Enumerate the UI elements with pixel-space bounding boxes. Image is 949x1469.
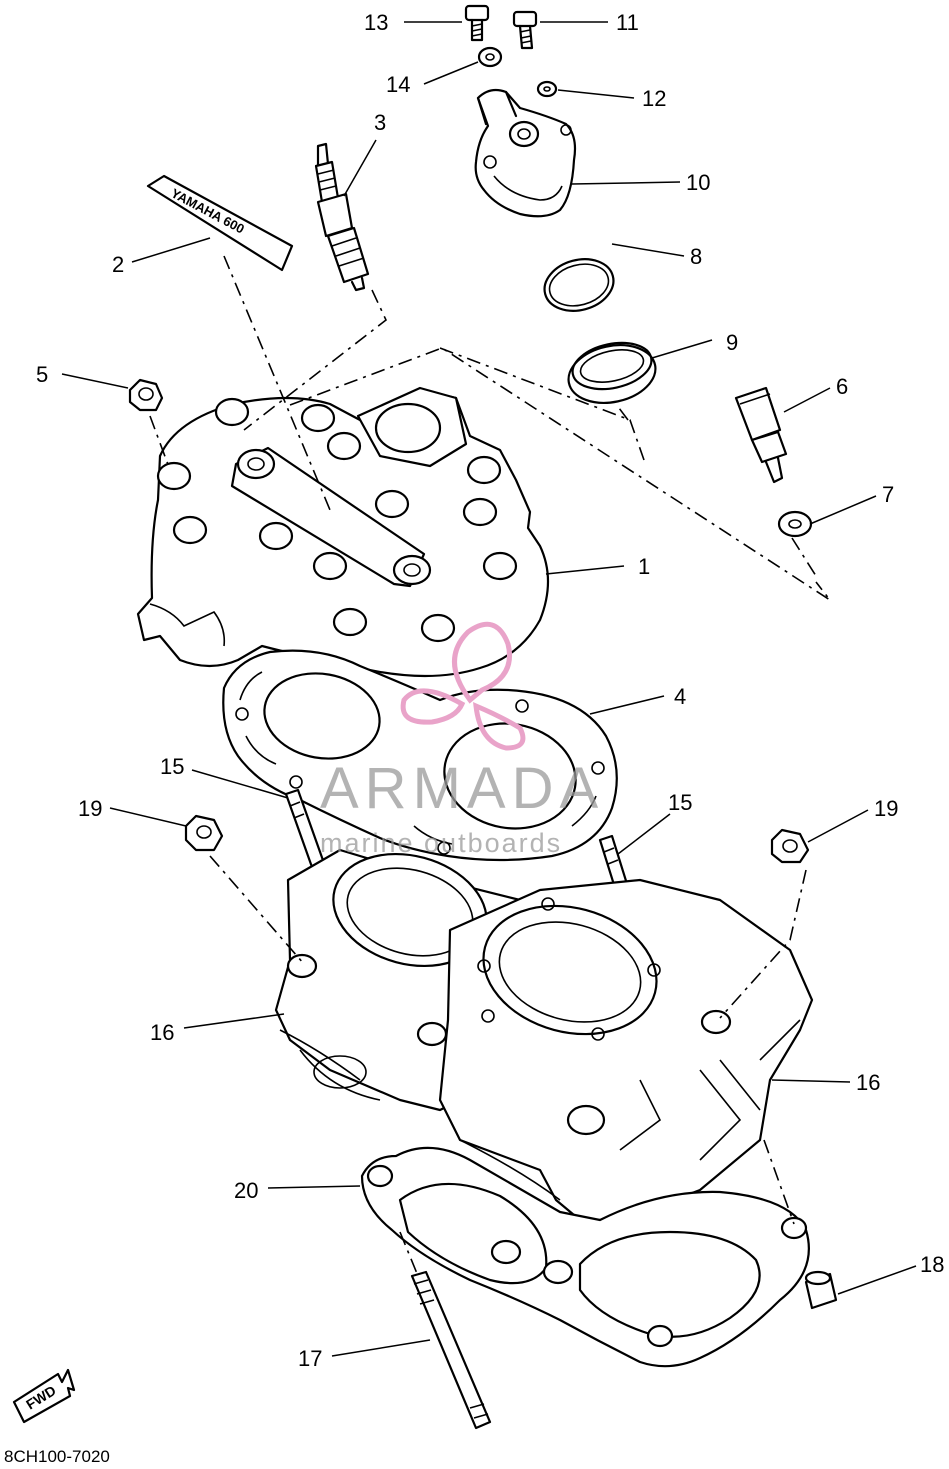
callout-7: 7 <box>882 482 894 507</box>
callout-13: 13 <box>364 10 388 35</box>
callout-15-right: 15 <box>668 790 692 815</box>
callout-18: 18 <box>920 1252 944 1277</box>
callout-19-right: 19 <box>874 796 898 821</box>
watermark: ARMADA marine outboards <box>320 621 604 858</box>
part-6-thermo-sensor[interactable] <box>734 386 788 484</box>
diagram-code: 8CH100-7020 <box>4 1447 110 1466</box>
part-2-decal[interactable]: YAMAHA 600 <box>146 174 294 272</box>
callout-17: 17 <box>298 1346 322 1371</box>
callout-6: 6 <box>836 374 848 399</box>
callout-19-left: 19 <box>78 796 102 821</box>
callout-20: 20 <box>234 1178 258 1203</box>
fwd-arrow-icon: FWD <box>12 1368 76 1424</box>
part-13-bolt[interactable] <box>464 4 490 42</box>
part-5-nut[interactable] <box>128 378 164 412</box>
part-16-cylinder-right[interactable] <box>438 878 814 1222</box>
callout-1: 1 <box>638 554 650 579</box>
part-14-washer[interactable] <box>477 46 503 68</box>
part-19-nut-right[interactable] <box>770 828 810 864</box>
part-7-washer[interactable] <box>777 510 813 538</box>
leader-lines <box>61 21 917 1357</box>
part-1-cylinder-head[interactable] <box>136 386 550 678</box>
callout-15-left: 15 <box>160 754 184 779</box>
part-12-washer[interactable] <box>536 80 558 98</box>
callout-2: 2 <box>112 252 124 277</box>
callout-5: 5 <box>36 362 48 387</box>
callout-3: 3 <box>374 110 386 135</box>
part-18-dowel[interactable] <box>804 1270 838 1310</box>
part-17-stud[interactable] <box>410 1270 492 1430</box>
part-20-base-gasket[interactable] <box>360 1146 810 1368</box>
callout-9: 9 <box>726 330 738 355</box>
callout-16-right: 16 <box>856 1070 880 1095</box>
part-11-bolt[interactable] <box>512 10 538 50</box>
callout-11: 11 <box>616 10 639 35</box>
svg-text:YAMAHA 600: YAMAHA 600 <box>169 185 247 236</box>
callout-12: 12 <box>642 86 666 111</box>
part-10-outlet-cover[interactable] <box>474 88 577 218</box>
callout-8: 8 <box>690 244 702 269</box>
assembly-lines <box>149 255 831 1277</box>
part-9-seal[interactable] <box>563 336 661 410</box>
part-3-spark-plug[interactable] <box>314 142 370 292</box>
callout-10: 10 <box>686 170 710 195</box>
callout-labels: 13 11 14 12 3 10 2 8 9 5 6 7 1 4 15 19 1… <box>36 10 944 1371</box>
callout-4: 4 <box>674 684 686 709</box>
part-8-o-ring[interactable] <box>539 252 620 318</box>
watermark-tagline: marine outboards <box>320 828 562 858</box>
watermark-brand: ARMADA <box>320 756 604 821</box>
part-19-nut-left[interactable] <box>184 814 224 852</box>
callout-14: 14 <box>386 72 410 97</box>
callout-16-left: 16 <box>150 1020 174 1045</box>
